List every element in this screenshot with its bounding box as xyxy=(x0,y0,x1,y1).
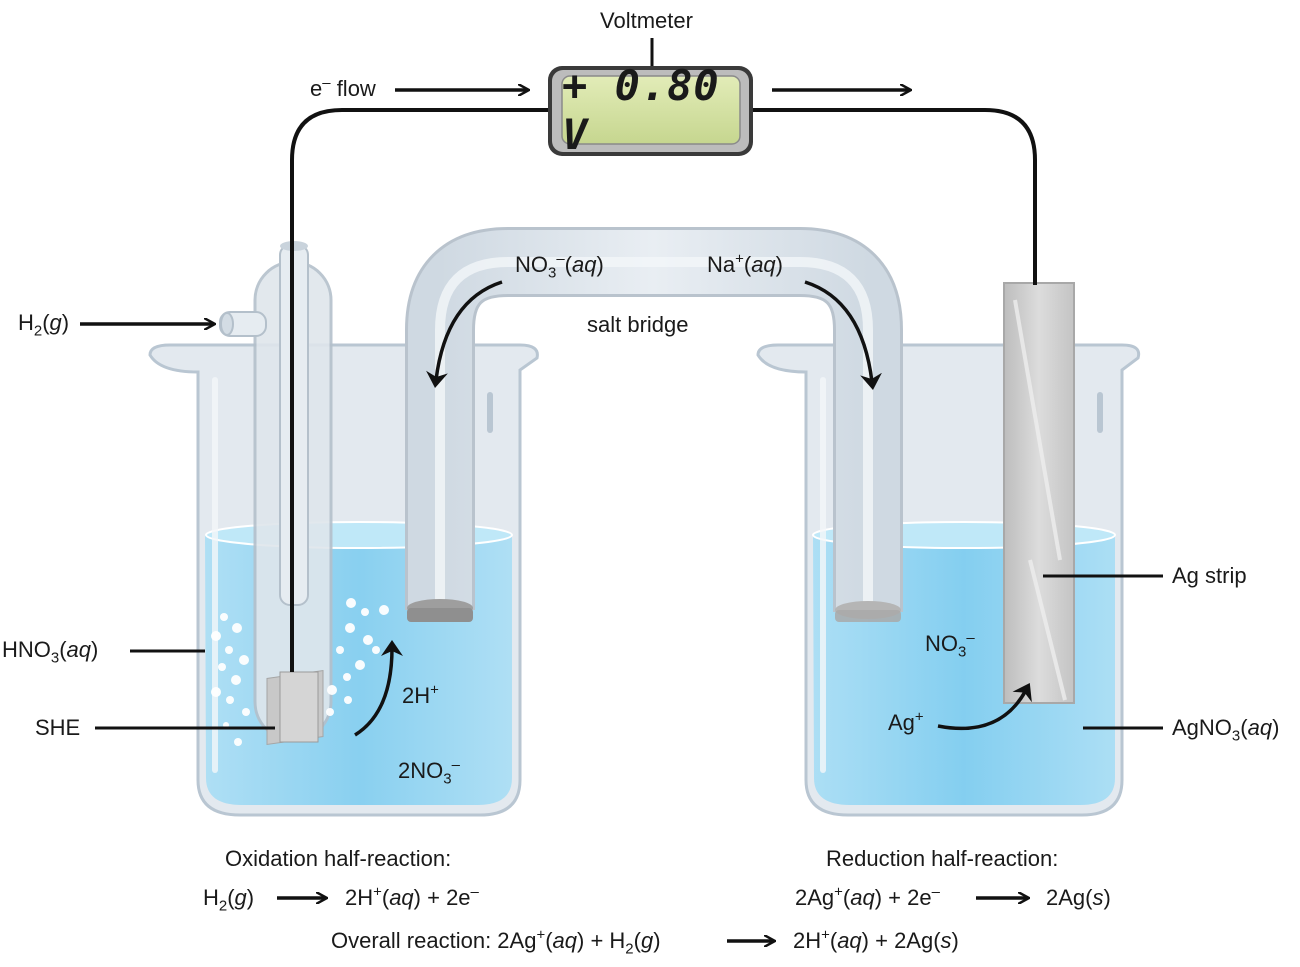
oxidation-title: Oxidation half-reaction: xyxy=(225,846,452,871)
oxidation-lhs: H2(g) xyxy=(203,885,255,915)
overall-lhs: Overall reaction: 2Ag+(aq) + H2(g) xyxy=(331,926,661,958)
reduction-rhs: 2Ag(s) xyxy=(1046,885,1111,910)
salt-bridge-cation-label: Na+(aq) xyxy=(707,250,783,277)
agno3-label: AgNO3(aq) xyxy=(1172,715,1280,745)
left-beaker xyxy=(148,343,539,817)
oxidation-rhs: 2H+(aq) + 2e– xyxy=(345,883,479,910)
reduction-lhs: 2Ag+(aq) + 2e– xyxy=(795,883,940,910)
left-nitrate-label: 2NO3– xyxy=(398,756,460,788)
ag-strip-label: Ag strip xyxy=(1172,563,1247,588)
salt-bridge-anion-label: NO3–(aq) xyxy=(515,250,604,282)
she-label: SHE xyxy=(35,715,81,740)
h2-gas-label: H2(g) xyxy=(18,310,70,340)
right-nitrate-label: NO3– xyxy=(925,629,975,661)
leader-lines xyxy=(95,574,1163,730)
voltmeter-reading: + 0.80 V xyxy=(562,61,720,159)
voltmeter xyxy=(548,38,753,156)
ag-ion-arrow xyxy=(937,682,1032,731)
h-ion-label: 2H+ xyxy=(402,681,439,708)
ag-strip xyxy=(1003,282,1075,704)
reduction-title: Reduction half-reaction: xyxy=(826,846,1059,871)
h-ion-arrow xyxy=(354,640,403,737)
hno3-label: HNO3(aq) xyxy=(2,637,99,667)
salt-bridge-label: salt bridge xyxy=(587,312,689,337)
ag-ion-label: Ag+ xyxy=(888,708,924,735)
hydrogen-bubbles xyxy=(211,598,389,746)
electron-flow-label: e– flow xyxy=(310,74,376,101)
anion-arrow xyxy=(426,280,503,388)
right-beaker xyxy=(756,343,1141,817)
external-wire xyxy=(290,108,1037,672)
salt-bridge-tube xyxy=(405,227,903,622)
voltmeter-label: Voltmeter xyxy=(600,8,693,33)
flow-arrows xyxy=(80,90,1032,941)
cation-arrow xyxy=(804,280,882,390)
overall-rhs: 2H+(aq) + 2Ag(s) xyxy=(793,926,959,953)
